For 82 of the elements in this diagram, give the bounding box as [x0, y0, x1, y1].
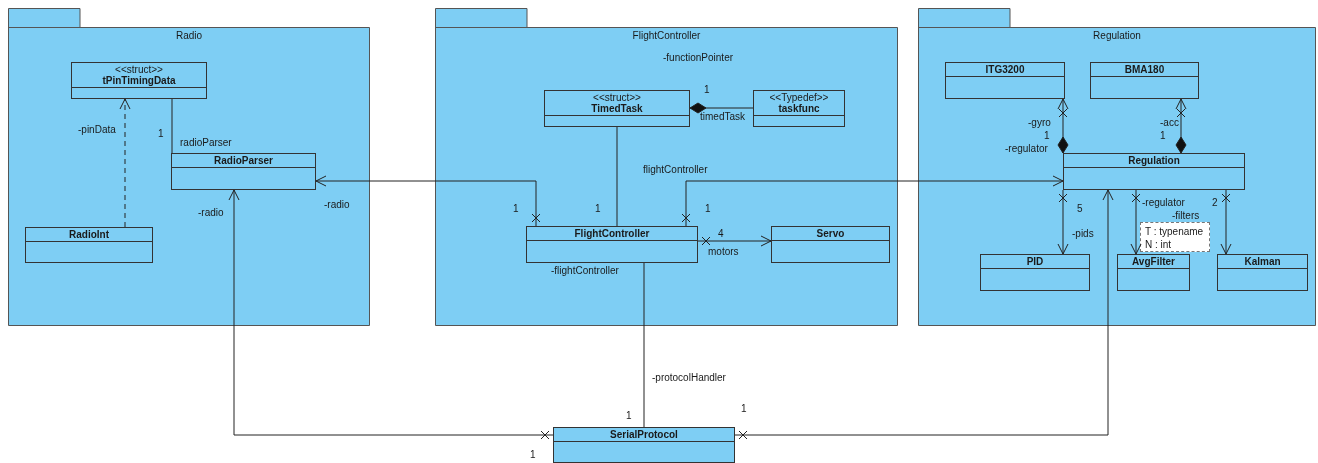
association-arrow: [1057, 98, 1069, 154]
multiplicity: 4: [718, 228, 724, 239]
class-box: [1063, 153, 1245, 190]
multiplicity: 1: [1044, 130, 1050, 141]
package-name: FlightController: [631, 30, 702, 41]
template-parameter: T : typename: [1145, 225, 1205, 238]
package-name: Regulation: [1092, 30, 1142, 41]
stereotype-label: <<struct>>: [114, 64, 164, 75]
multiplicity: 5: [1077, 203, 1083, 214]
multiplicity: 1: [158, 128, 164, 139]
class-box: [771, 226, 890, 263]
role-name: -protocolHandler: [652, 372, 726, 383]
association-arrow: [1175, 98, 1187, 154]
class-box: [1217, 254, 1308, 291]
association-arrow: [734, 189, 1114, 440]
class-name: tPinTimingData: [101, 75, 177, 86]
template-parameter-box: [1140, 222, 1210, 252]
role-name: -radio: [324, 199, 350, 210]
class-box: [526, 226, 698, 263]
association-arrow: [1220, 189, 1232, 255]
multiplicity: 1: [705, 203, 711, 214]
class-box: [25, 227, 153, 263]
role-name: flightController: [643, 164, 708, 175]
role-name: radioParser: [180, 137, 232, 148]
association-line: [616, 126, 618, 227]
role-name: -filters: [1172, 210, 1200, 221]
class-box: [171, 153, 316, 190]
class-box: [1090, 62, 1199, 99]
role-name: motors: [708, 246, 739, 257]
role-name: timedTask: [700, 111, 745, 122]
class-name: PID: [1025, 256, 1045, 267]
multiplicity: 1: [530, 449, 536, 460]
multiplicity: 1: [704, 84, 710, 95]
class-name: FlightController: [573, 228, 651, 239]
class-box: [753, 90, 845, 127]
package: [435, 8, 898, 326]
role-name: -radio: [198, 207, 224, 218]
association-arrow: [315, 175, 541, 227]
multiplicity: 1: [741, 403, 747, 414]
class-name: TimedTask: [590, 103, 644, 114]
class-name: ITG3200: [984, 64, 1026, 75]
class-box: [1117, 254, 1190, 291]
role-name: -pids: [1072, 228, 1094, 239]
class-box: [544, 90, 690, 127]
template-parameter: N : int: [1145, 238, 1173, 251]
role-name: -gyro: [1028, 117, 1051, 128]
association-arrow: [228, 189, 554, 440]
class-name: RadioInt: [68, 229, 110, 240]
class-box: [71, 62, 207, 99]
multiplicity: 1: [595, 203, 601, 214]
class-box: [553, 427, 735, 463]
package: [918, 8, 1316, 326]
class-name: BMA180: [1123, 64, 1166, 75]
role-name: -acc: [1160, 117, 1179, 128]
multiplicity: 2: [1212, 197, 1218, 208]
role-name: -functionPointer: [663, 52, 734, 63]
association-line: [171, 98, 173, 154]
stereotype-label: <<Typedef>>: [768, 92, 830, 103]
multiplicity: 1: [513, 203, 519, 214]
class-name: Servo: [815, 228, 846, 239]
class-name: SerialProtocol: [609, 429, 679, 440]
association-line: [643, 262, 645, 428]
dependency-arrow: [119, 98, 131, 228]
class-box: [980, 254, 1090, 291]
role-name: -regulator: [1142, 197, 1185, 208]
association-arrow: [697, 235, 772, 247]
multiplicity: 1: [1160, 130, 1166, 141]
class-name: Kalman: [1243, 256, 1282, 267]
association-line: [689, 102, 754, 114]
package: [8, 8, 370, 326]
class-name: taskfunc: [778, 103, 820, 114]
class-name: RadioParser: [213, 155, 274, 166]
class-box: [945, 62, 1065, 99]
package-name: Radio: [174, 30, 204, 41]
role-name: -regulator: [1005, 143, 1048, 154]
stereotype-label: <<struct>>: [592, 92, 642, 103]
class-name: AvgFilter: [1131, 256, 1176, 267]
role-name: -pinData: [78, 124, 116, 135]
association-arrow: [1057, 189, 1069, 255]
class-name: Regulation: [1127, 155, 1181, 166]
association-arrow: [1130, 189, 1142, 255]
association-arrow: [681, 175, 1064, 227]
